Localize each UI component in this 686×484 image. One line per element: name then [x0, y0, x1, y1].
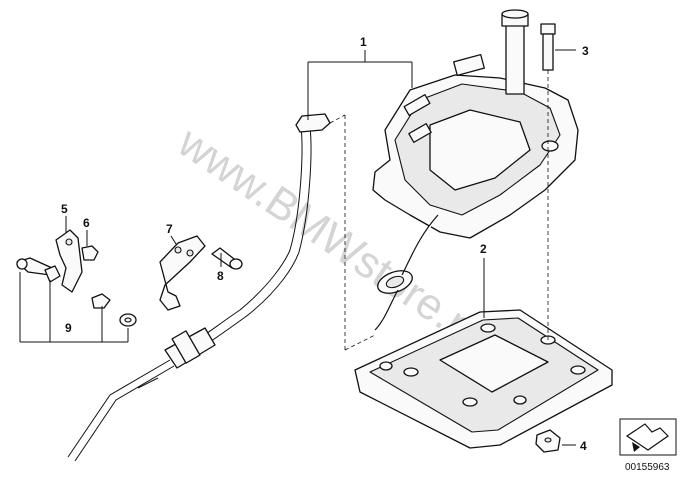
bracket-part [159, 235, 206, 311]
leader-lines [19, 49, 576, 446]
callout-7: 7 [166, 222, 173, 236]
nut-part-4 [535, 429, 561, 453]
assembly-lines [329, 70, 549, 351]
next-diagram-button[interactable] [619, 418, 677, 456]
callout-1: 1 [360, 35, 367, 49]
callout-8: 8 [217, 269, 224, 283]
base-plate-part [354, 309, 613, 449]
callout-4: 4 [580, 439, 587, 453]
callout-3: 3 [582, 44, 589, 58]
callout-5: 5 [61, 202, 68, 216]
shift-cable [67, 113, 399, 462]
linkage-parts [16, 229, 137, 327]
image-code: 00155963 [625, 462, 670, 473]
callout-2: 2 [480, 242, 487, 256]
selector-housing-part [372, 9, 579, 294]
arrow-next-icon [625, 423, 669, 452]
callout-6: 6 [83, 216, 90, 230]
bolt-part-8 [211, 247, 243, 270]
bolt-part-3 [540, 23, 556, 71]
callout-9: 9 [65, 321, 72, 335]
